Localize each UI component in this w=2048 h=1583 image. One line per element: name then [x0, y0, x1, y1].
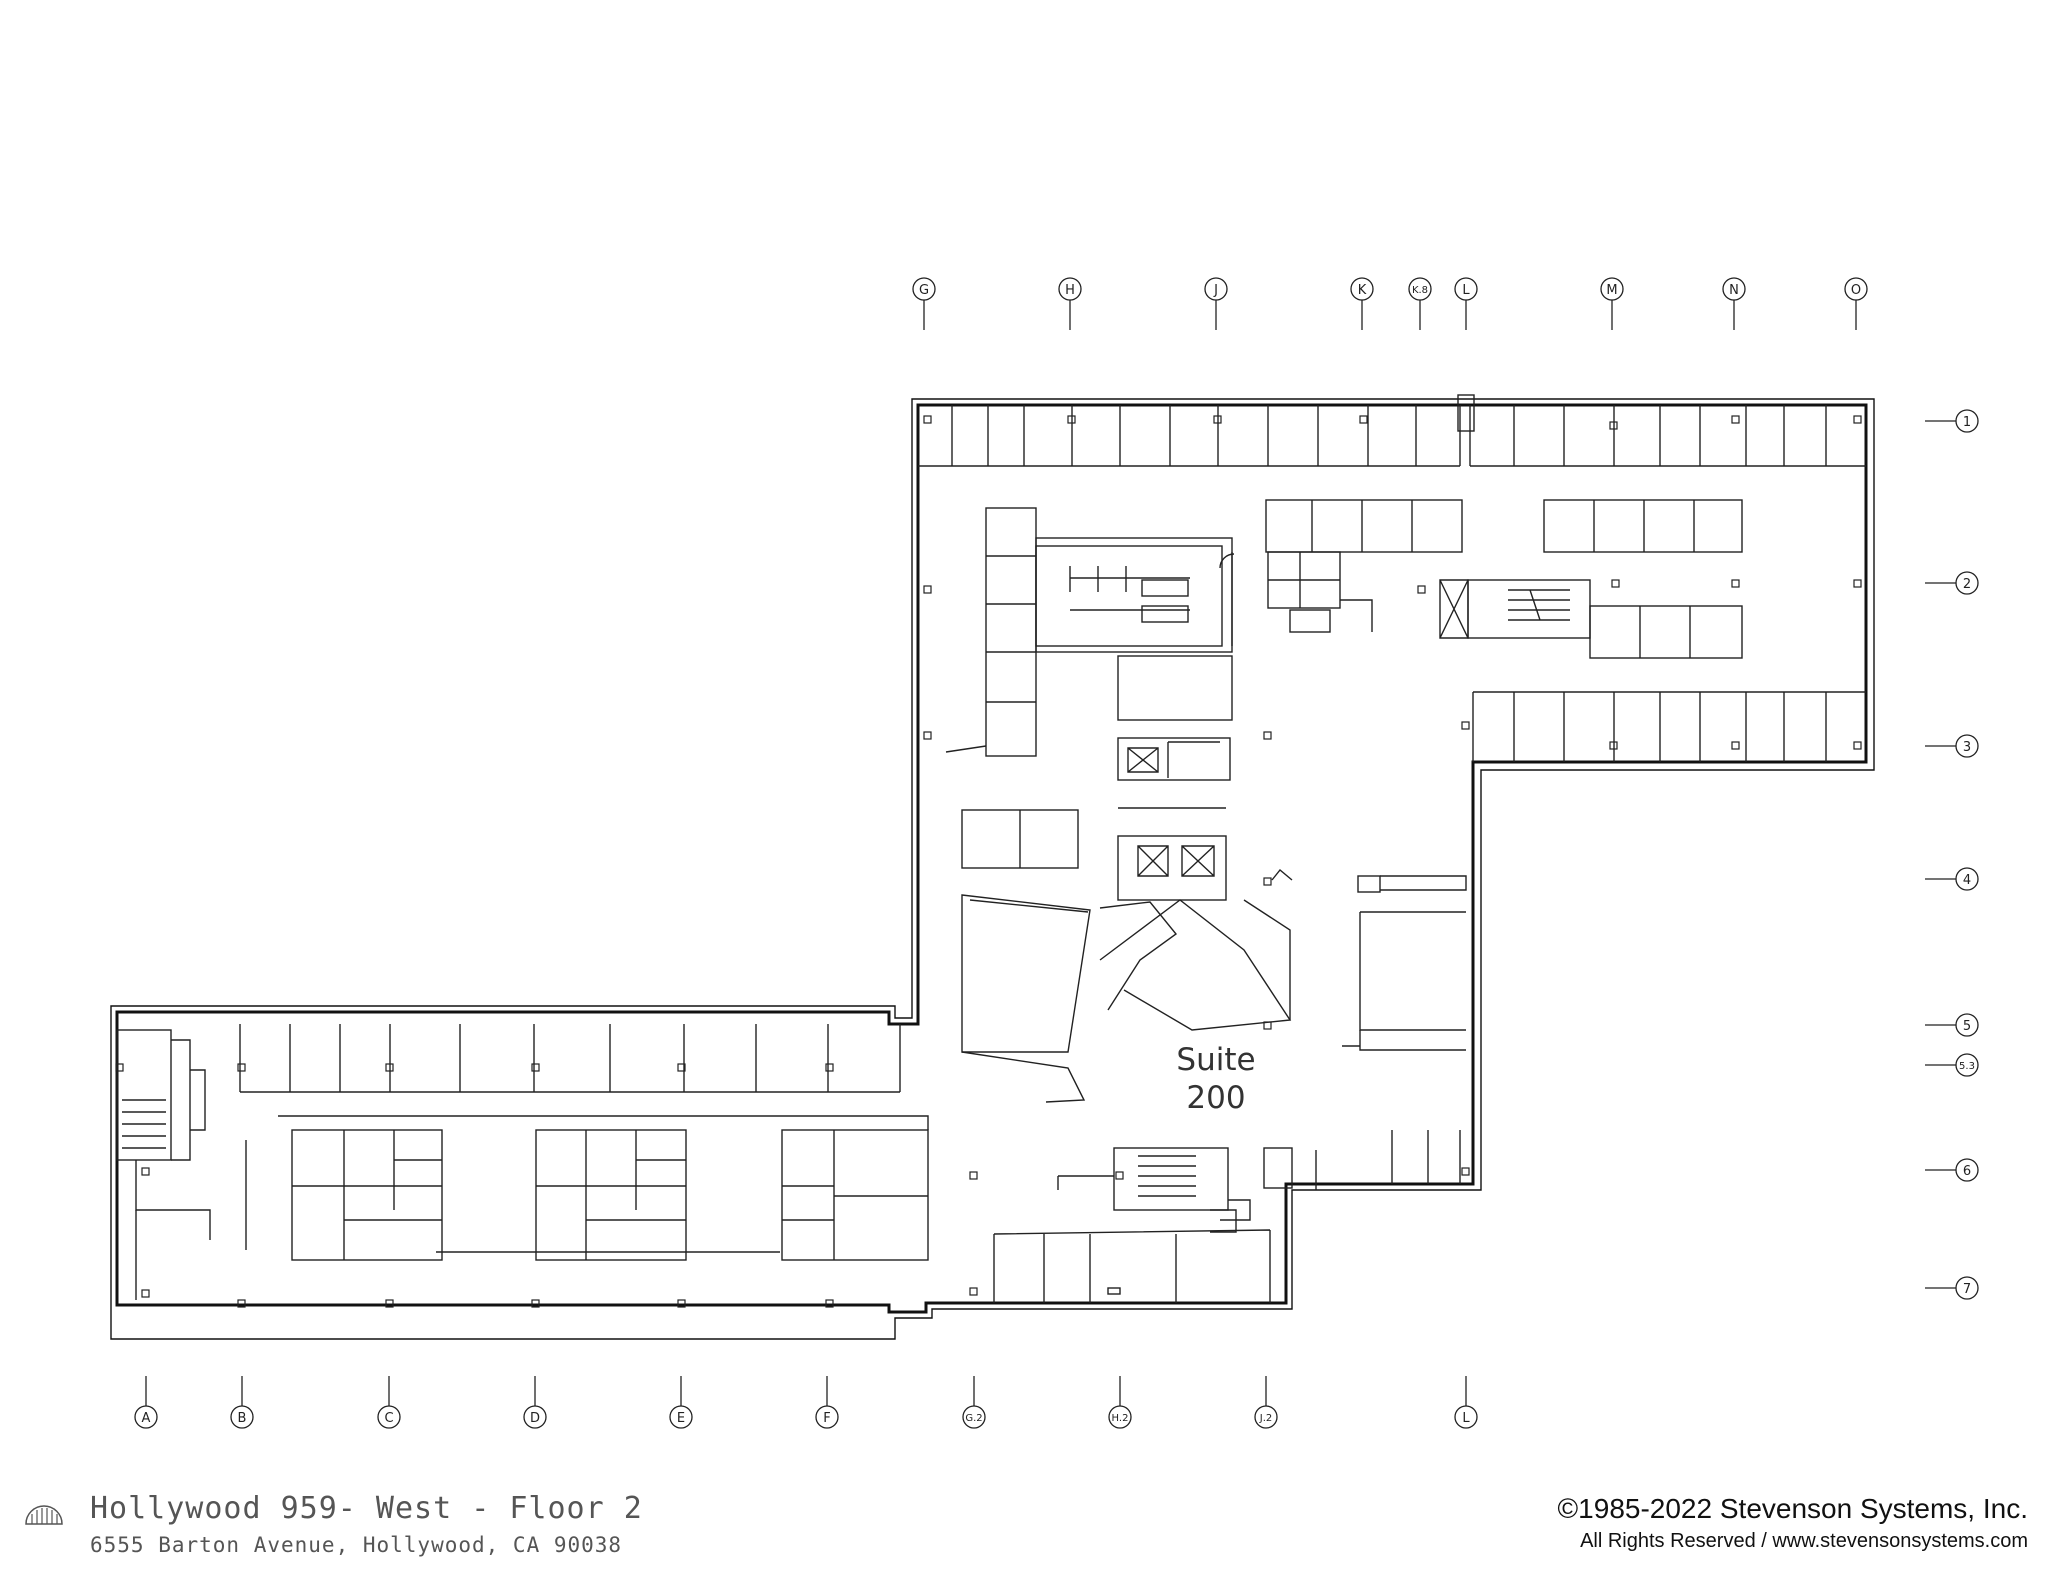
grid-bubble-top: K.8 — [1408, 277, 1432, 330]
grid-bubble-top: H — [1058, 277, 1082, 330]
grid-bubble-right: 4 — [1925, 867, 1979, 891]
copyright-block: ©1985-2022 Stevenson Systems, Inc. All R… — [1558, 1492, 2028, 1554]
grid-bubble-right: 1 — [1925, 409, 1979, 433]
grid-label: H.2 — [1112, 1413, 1129, 1424]
grid-bubble-bottom: E — [669, 1376, 693, 1429]
grid-bubble-top: J — [1204, 277, 1228, 330]
offices-north — [918, 394, 1866, 467]
grid-label: G.2 — [965, 1413, 982, 1424]
grid-bubble-right: 6 — [1925, 1158, 1979, 1182]
grid-label: 7 — [1963, 1282, 1971, 1297]
grid-label: 1 — [1963, 415, 1971, 430]
grid-label: G — [919, 283, 929, 298]
offices-east — [1472, 691, 1866, 762]
grid-bubble-right: 3 — [1925, 734, 1979, 758]
grid-label: C — [384, 1411, 393, 1426]
grid-bubble-bottom: D — [523, 1376, 547, 1429]
grid-label: 5.3 — [1959, 1061, 1975, 1072]
building-outline — [110, 398, 1875, 1340]
grid-label: L — [1462, 1411, 1470, 1426]
grid-label: N — [1729, 283, 1739, 298]
grid-bubble-right: 5.3 — [1925, 1053, 1979, 1077]
grid-label: D — [530, 1411, 540, 1426]
west-wing-stair — [116, 1029, 211, 1300]
grid-label: M — [1606, 283, 1617, 298]
grid-bubble-bottom: H.2 — [1108, 1376, 1132, 1429]
grid-bubble-bottom: C — [377, 1376, 401, 1429]
rights-text: All Rights Reserved / www.stevensonsyste… — [1580, 1530, 2028, 1552]
grid-label: 6 — [1963, 1164, 1971, 1179]
title-block: Hollywood 959- West - Floor 2 6555 Barto… — [90, 1492, 643, 1558]
copyright-text: ©1985-2022 Stevenson Systems, Inc. — [1557, 1493, 2028, 1524]
grid-label: H — [1065, 283, 1075, 298]
offices-central-west — [961, 809, 1293, 1103]
elevator-core — [1117, 655, 1233, 901]
grid-bubble-bottom: L — [1454, 1376, 1478, 1429]
suite-number: 200 — [1186, 1080, 1245, 1116]
core-restrooms — [1035, 537, 1373, 653]
column-markers — [115, 415, 1862, 1308]
plan-address: 6555 Barton Avenue, Hollywood, CA 90038 — [90, 1533, 623, 1557]
grid-bubble-bottom: F — [815, 1376, 839, 1429]
grid-bubble-top: G — [912, 277, 936, 330]
offices-south-central — [993, 1147, 1293, 1303]
grid-label: 3 — [1963, 740, 1971, 755]
grid-bubble-top: O — [1844, 277, 1868, 330]
grid-bubble-right: 7 — [1925, 1276, 1979, 1300]
grid-bubble-bottom: J.2 — [1254, 1376, 1278, 1429]
company-logo-icon — [25, 1505, 63, 1525]
grid-bubble-bottom: G.2 — [962, 1376, 986, 1429]
grid-label: J — [1213, 283, 1218, 298]
grid-bubble-top: M — [1600, 277, 1624, 330]
grid-label: J.2 — [1259, 1413, 1273, 1424]
grid-label: K — [1358, 283, 1367, 298]
grid-label: B — [238, 1411, 247, 1426]
plan-title: Hollywood 959- West - Floor 2 — [90, 1491, 643, 1526]
offices-west-core — [945, 507, 1037, 757]
grid-bubble-top: L — [1454, 277, 1478, 330]
grid-label: F — [823, 1411, 830, 1426]
suite-label: Suite — [1176, 1042, 1255, 1078]
grid-bubble-right: 2 — [1925, 571, 1979, 595]
offices-interior-east — [1265, 499, 1743, 659]
grid-label: 5 — [1963, 1019, 1971, 1034]
grid-lines-bottom: A B C D E F G.2 H.2 J.2 L — [134, 1376, 1478, 1429]
grid-label: 2 — [1963, 577, 1971, 592]
suite-200-rooms — [1315, 875, 1467, 1190]
grid-label: L — [1462, 283, 1470, 298]
grid-lines-top: G H J K K.8 L M N O — [912, 277, 1868, 330]
grid-label: E — [677, 1411, 685, 1426]
grid-label: 4 — [1963, 873, 1971, 888]
grid-label: O — [1851, 283, 1861, 298]
offices-west-wing-north — [239, 1024, 901, 1093]
grid-bubble-bottom: B — [230, 1376, 254, 1429]
grid-label: K.8 — [1412, 285, 1428, 296]
grid-bubble-right: 5 — [1925, 1013, 1979, 1037]
offices-west-wing-interior — [245, 1115, 929, 1261]
grid-bubble-top: N — [1722, 277, 1746, 330]
grid-lines-right: 1 2 3 4 5 5.3 6 7 — [1925, 409, 1979, 1300]
grid-bubble-top: K — [1350, 277, 1374, 330]
grid-label: A — [142, 1411, 151, 1426]
grid-bubble-bottom: A — [134, 1376, 158, 1429]
